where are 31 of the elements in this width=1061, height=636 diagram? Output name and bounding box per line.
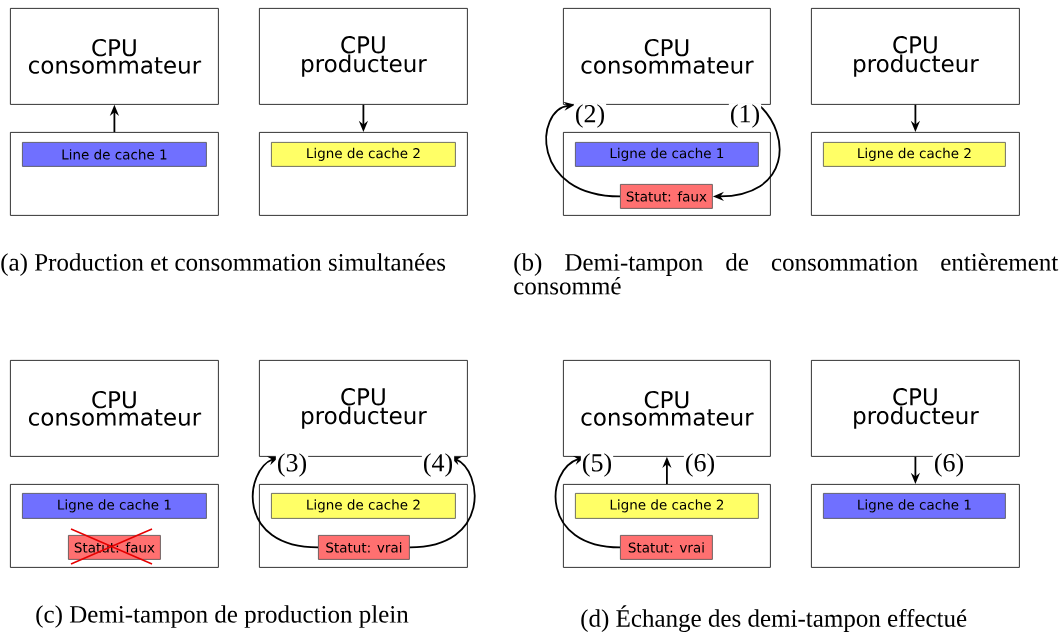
arrow <box>251 456 319 549</box>
arrow <box>554 455 621 549</box>
cache-line-bar: Ligne de cache 1 <box>823 493 1006 519</box>
edge-label: (2) <box>573 103 607 129</box>
edge-label: (6) <box>683 452 717 478</box>
edge-label: (3) <box>275 452 309 478</box>
cache-line-bar: Ligne de cache 2 <box>823 142 1006 167</box>
cache-line-bar: Ligne de cache 2 <box>271 493 456 519</box>
caption: (b) Demi-tampon de consommation entièrement consommé <box>514 253 1059 295</box>
caption: (d) Échange des demi-tampon effectué <box>581 605 967 633</box>
edge-label: (1) <box>728 103 762 129</box>
cpu-box: CPU producteur <box>259 8 468 105</box>
cache-line-bar: Ligne de cache 1 <box>575 142 759 167</box>
edge-label: (5) <box>580 452 614 478</box>
caption: (c) Demi-tampon de production plein <box>36 605 409 628</box>
cpu-box: CPU consommateur <box>563 8 771 105</box>
arrow <box>408 456 476 549</box>
status-box: Statut: faux <box>620 184 713 209</box>
edge-label: (6) <box>932 452 966 478</box>
cache-line-bar: Line de cache 1 <box>22 142 207 167</box>
cache-line-bar: Ligne de cache 2 <box>271 142 456 167</box>
cpu-box: CPU consommateur <box>10 8 219 105</box>
cpu-box: CPU producteur <box>811 8 1020 105</box>
cpu-box: CPU consommateur <box>10 360 219 457</box>
cache-line-bar: Ligne de cache 1 <box>22 493 207 519</box>
cache-line-bar: Ligne de cache 2 <box>575 493 759 519</box>
edge-label: (4) <box>421 452 455 478</box>
status-box: Statut: vrai <box>318 535 410 560</box>
status-box: Statut: vrai <box>620 535 713 560</box>
arrow <box>545 101 621 198</box>
caption: (a) Production et consommation simultanées <box>1 253 446 276</box>
